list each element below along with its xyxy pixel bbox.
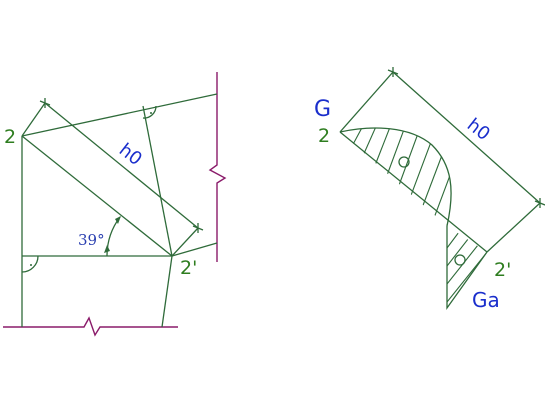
bottom-break-line: [3, 316, 178, 337]
right-angle-arc-bottom: [21, 255, 39, 273]
zero-marker-upper: [398, 156, 410, 168]
angle-label: 39°: [78, 231, 105, 249]
corner-label-top-left: 2: [4, 126, 16, 148]
lower-triangle: [446, 226, 488, 311]
top-edge: [21, 93, 218, 137]
zero-marker-lower: [454, 254, 466, 266]
tick-mark-d: [534, 198, 545, 208]
corner-label-bottom-right: 2': [180, 257, 197, 279]
dimension-label-left: h0: [115, 139, 146, 170]
right-angle-arc-top: [142, 105, 157, 119]
tick-mark-b: [192, 223, 204, 233]
ext-line-b: [171, 227, 199, 257]
baseline: [339, 131, 488, 253]
tick-mark-a: [39, 98, 51, 108]
ext-line-d: [486, 202, 541, 253]
lower-leg: [161, 255, 173, 328]
right-lower-edge: [171, 242, 218, 257]
left-figure: 2 2' h0 39°: [3, 72, 227, 337]
ext-line-c: [339, 71, 394, 133]
right-angle-dot-top: [150, 112, 152, 114]
right-break-line: [208, 72, 227, 262]
dimension-line-right: [392, 71, 541, 204]
top-symbol-label: G: [314, 97, 331, 122]
angle-arrow-icon: [115, 216, 121, 224]
right-figure: G 2 2' Ga h0: [314, 67, 545, 312]
right-angle-dot-bottom: [30, 264, 32, 266]
right-end-label: 2': [494, 259, 511, 281]
dimension-line-left: [44, 102, 199, 229]
upper-curve: [339, 127, 452, 227]
tick-mark-c: [387, 67, 399, 77]
inner-line: [142, 105, 173, 257]
angle-arrow-icon: [104, 245, 110, 253]
bottom-symbol-label: Ga: [472, 288, 500, 312]
main-diagonal: [21, 135, 173, 257]
left-end-label: 2: [318, 125, 330, 147]
ext-line-a: [21, 102, 46, 137]
dimension-label-right: h0: [463, 114, 494, 145]
